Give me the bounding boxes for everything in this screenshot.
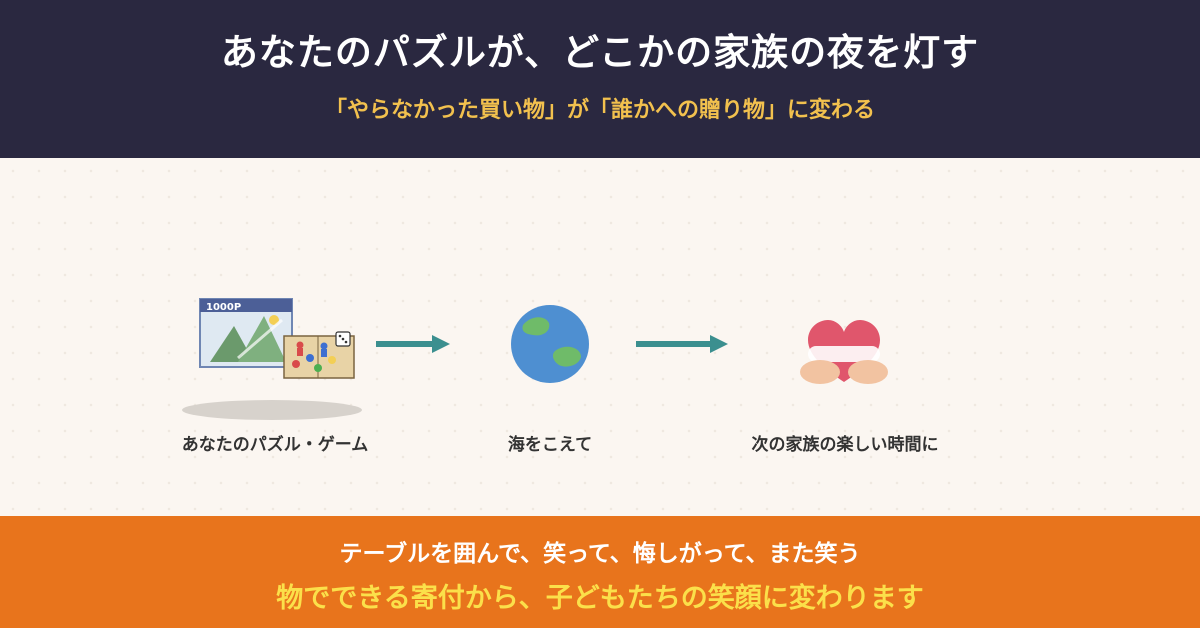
globe-icon	[511, 305, 589, 383]
flow-section: 1000P あなたのパズル・ゲ	[0, 158, 1200, 516]
heart-hands-icon	[800, 320, 888, 384]
footer-banner: テーブルを囲んで、笑って、悔しがって、また笑う 物でできる寄付から、子どもたちの…	[0, 516, 1200, 628]
flow-step-heart-label: 次の家族の楽しい時間に	[751, 435, 939, 455]
page-subtitle: 「やらなかった買い物」が「誰かへの贈り物」に変わる	[324, 98, 875, 123]
flow-step-globe-label: 海をこえて	[507, 435, 593, 455]
header-banner: あなたのパズルが、どこかの家族の夜を灯す 「やらなかった買い物」が「誰かへの贈り…	[0, 0, 1200, 158]
arrow-right-icon	[636, 335, 728, 353]
puzzle-box-label: 1000P	[206, 302, 241, 313]
flow-step-puzzle: 1000P	[180, 296, 370, 426]
flow-step-globe	[509, 303, 591, 385]
footer-tagline: テーブルを囲んで、笑って、悔しがって、また笑う	[339, 541, 861, 567]
flow-step-puzzle-label: あなたのパズル・ゲーム	[181, 435, 369, 455]
footer-message: 物でできる寄付から、子どもたちの笑顔に変わります	[276, 583, 924, 614]
flow-step-heart	[800, 318, 888, 388]
puzzle-and-board-game-icon: 1000P	[182, 298, 362, 420]
page-title: あなたのパズルが、どこかの家族の夜を灯す	[220, 31, 980, 74]
arrow-right-icon	[376, 335, 450, 353]
